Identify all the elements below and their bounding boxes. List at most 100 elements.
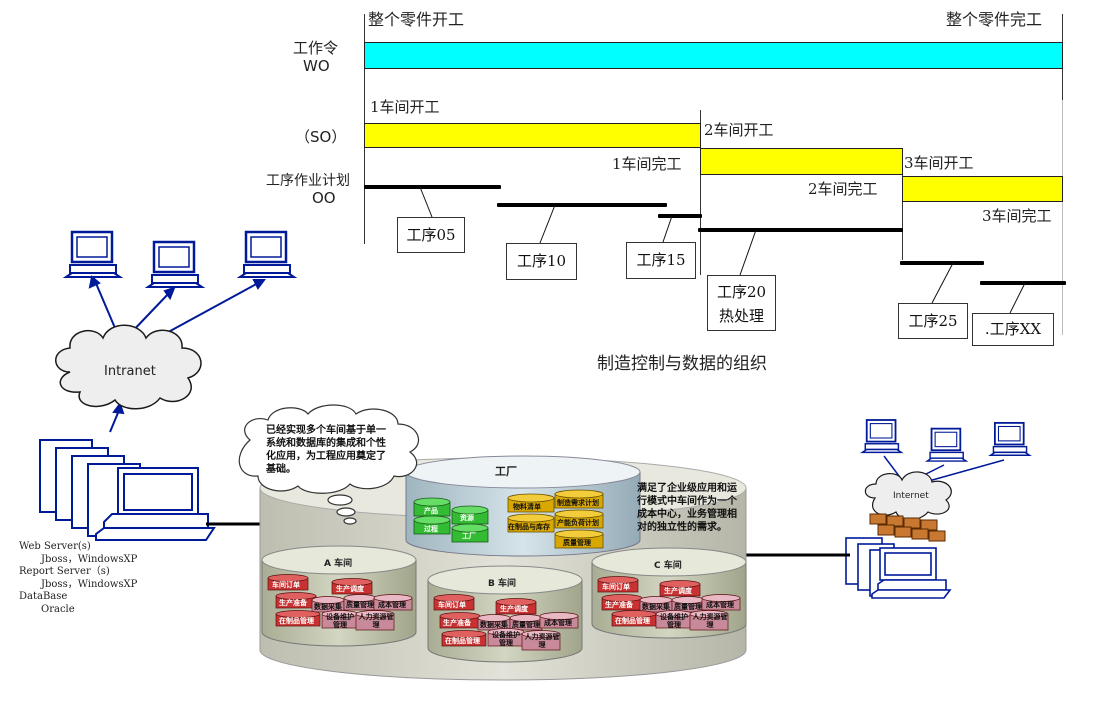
workshop-c-title: C 车间 bbox=[654, 561, 682, 571]
op-bar-25 bbox=[900, 261, 984, 265]
factory-module-bom: 物料清单 bbox=[513, 503, 541, 511]
op-20-label: 工序20 bbox=[716, 283, 767, 301]
factory-module-capacity: 产能负荷计划 bbox=[557, 519, 599, 527]
workshop-a-title: A 车间 bbox=[324, 559, 353, 569]
s2-end-line bbox=[902, 150, 903, 260]
ws-b-quality: 质量管理 bbox=[512, 621, 540, 629]
op-bar-15 bbox=[658, 214, 702, 218]
op-15-label: 工序15 bbox=[636, 251, 686, 269]
start-label: 整个零件开工 bbox=[368, 10, 465, 29]
ws-c-dispatch: 生产调度 bbox=[664, 587, 692, 595]
so-label: （SO） bbox=[295, 128, 347, 146]
ws-c-equip: 设备维护管理 bbox=[660, 613, 688, 629]
ws-a-hr: 人力资源管理 bbox=[358, 613, 394, 629]
wo-label-en: WO bbox=[303, 57, 330, 75]
ws-a-wip: 在制品管理 bbox=[279, 617, 314, 625]
workshop-b-title: B 车间 bbox=[488, 579, 516, 589]
ws-a-collect: 数据采集 bbox=[314, 603, 342, 611]
s1-end-label: 1车间完工 bbox=[612, 155, 682, 173]
ws-b-cost: 成本管理 bbox=[544, 619, 572, 627]
ws-b-collect: 数据采集 bbox=[480, 621, 508, 629]
ws-c-order: 车间订单 bbox=[602, 583, 630, 591]
thought-cloud-left bbox=[238, 404, 420, 525]
ws-a-equip: 设备维护管理 bbox=[326, 613, 354, 629]
server-report-stack: Jboss，WindowsXP bbox=[41, 578, 138, 590]
heat-treatment-label: 热处理 bbox=[718, 307, 764, 325]
s1-end-line bbox=[700, 110, 701, 275]
intranet-cloud-icon bbox=[55, 324, 202, 410]
factory-module-wip-inventory: 在制品与库存 bbox=[508, 523, 550, 531]
op-bar-05 bbox=[364, 185, 501, 189]
op-05-label: 工序05 bbox=[406, 226, 456, 244]
so-bar-workshop-3 bbox=[902, 176, 1063, 202]
server-database: DataBase bbox=[19, 591, 68, 602]
ws-a-order: 车间订单 bbox=[272, 581, 300, 589]
op-20-box: 工序20 热处理 bbox=[707, 275, 776, 331]
ws-b-prep: 生产准备 bbox=[443, 619, 471, 627]
server-stack-icon bbox=[39, 439, 216, 541]
op-05-box: 工序05 bbox=[397, 217, 465, 253]
op-xx-box: .工序XX bbox=[972, 313, 1054, 346]
s3-start-label: 3车间开工 bbox=[904, 154, 974, 172]
ws-a-prep: 生产准备 bbox=[279, 599, 307, 607]
op-xx-label: .工序XX bbox=[984, 320, 1042, 338]
factory-core-top bbox=[405, 455, 641, 489]
timeline-end-line-lower bbox=[1062, 100, 1063, 335]
s2-start-label: 2车间开工 bbox=[704, 121, 774, 139]
oo-label-cn: 工序作业计划 bbox=[266, 173, 350, 189]
s1-start-label: 1车间开工 bbox=[370, 98, 440, 116]
op-bar-xx bbox=[980, 281, 1066, 285]
callout-right: 满足了企业级应用和运行模式中车间作为一个成本中心，业务管理相对的独立性的需求。 bbox=[637, 483, 737, 533]
ws-b-dispatch: 生产调度 bbox=[500, 605, 528, 613]
so-bar-workshop-1 bbox=[364, 123, 701, 148]
intranet-label: Intranet bbox=[104, 364, 156, 379]
wo-label-cn: 工作令 bbox=[293, 39, 339, 57]
ws-a-quality: 质量管理 bbox=[346, 601, 374, 609]
op-bar-20 bbox=[698, 228, 903, 232]
ws-c-cost: 成本管理 bbox=[706, 601, 734, 609]
op-25-label: 工序25 bbox=[908, 312, 958, 330]
end-label: 整个零件完工 bbox=[946, 10, 1043, 29]
server-database-engine: Oracle bbox=[41, 603, 75, 615]
ws-b-hr: 人力资源管理 bbox=[524, 633, 560, 649]
firewall-icon bbox=[869, 513, 946, 542]
ws-c-prep: 生产准备 bbox=[605, 601, 633, 609]
server-list: Web Server(s) Jboss，WindowsXP Report Ser… bbox=[19, 541, 137, 616]
op-15-box: 工序15 bbox=[626, 242, 696, 279]
timeline-caption: 制造控制与数据的组织 bbox=[597, 354, 767, 374]
ws-a-dispatch: 生产调度 bbox=[336, 585, 364, 593]
ws-b-wip: 在制品管理 bbox=[445, 637, 480, 645]
factory-green-modules bbox=[413, 497, 489, 543]
ws-b-order: 车间订单 bbox=[438, 601, 466, 609]
so-bar-workshop-2 bbox=[700, 148, 903, 175]
op-25-box: 工序25 bbox=[898, 303, 968, 339]
ws-c-quality: 质量管理 bbox=[674, 603, 702, 611]
server-web-stack: Jboss，WindowsXP bbox=[41, 553, 138, 565]
remote-server-stack-icon bbox=[845, 537, 952, 599]
s3-end-label: 3车间完工 bbox=[982, 207, 1052, 225]
factory-module-process: 过程 bbox=[424, 525, 438, 533]
wo-bar bbox=[364, 42, 1063, 69]
factory-module-product: 产品 bbox=[424, 507, 438, 515]
callout-left: 已经实现多个车间基于单一系统和数据库的集成和个性化应用，为工程应用奠定了基础。 bbox=[266, 425, 386, 475]
op-bar-10 bbox=[497, 203, 667, 207]
server-report: Report Server（s) bbox=[19, 566, 110, 577]
ws-c-hr: 人力资源管理 bbox=[692, 613, 728, 629]
internet-cloud-icon bbox=[864, 471, 952, 521]
ws-a-cost: 成本管理 bbox=[378, 601, 406, 609]
internet-label: Internet bbox=[893, 491, 929, 501]
ws-c-wip: 在制品管理 bbox=[615, 617, 650, 625]
op-10-box: 工序10 bbox=[506, 243, 577, 280]
factory-title: 工厂 bbox=[495, 465, 517, 478]
op-10-label: 工序10 bbox=[516, 252, 567, 270]
ws-b-equip: 设备维护管理 bbox=[492, 631, 520, 647]
factory-module-quality: 质量管理 bbox=[563, 539, 591, 547]
s2-end-label: 2车间完工 bbox=[808, 180, 878, 198]
factory-module-mrp: 制造需求计划 bbox=[557, 499, 599, 507]
factory-module-resource: 资源 bbox=[460, 514, 474, 522]
server-web: Web Server(s) bbox=[19, 541, 91, 552]
